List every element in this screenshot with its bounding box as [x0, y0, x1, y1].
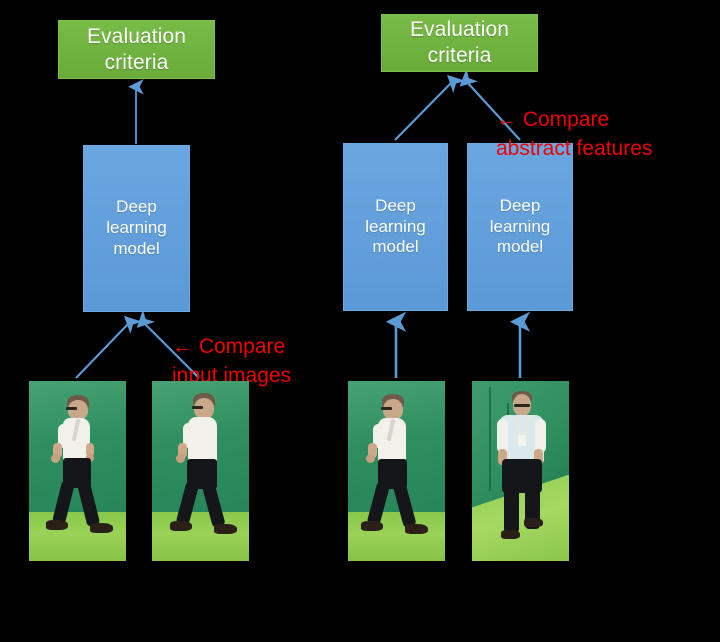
left-compare-annotation-text: ← Compare input images	[172, 335, 292, 387]
green-floor	[29, 512, 126, 561]
right-deep-learning-model-box-1: Deep learning model	[343, 143, 448, 311]
left-deep-learning-model-box: Deep learning model	[83, 145, 190, 312]
left-compare-annotation: ← Compare input images	[172, 305, 372, 390]
right-deep-learning-model-label-2: Deep learning model	[489, 195, 551, 257]
left-photo-2	[152, 381, 249, 561]
green-floor	[348, 512, 445, 561]
door-edge-line	[489, 387, 491, 491]
right-photo-3	[348, 381, 445, 561]
green-floor	[152, 512, 249, 561]
left-photo-1	[29, 381, 126, 561]
right-photo-4	[472, 381, 569, 561]
right-evaluation-criteria-label: Evaluation criteria	[409, 18, 510, 67]
left-evaluation-criteria-label: Evaluation criteria	[86, 24, 187, 74]
left-deep-learning-model-label: Deep learning model	[106, 197, 167, 258]
right-compare-annotation: ← Compare abstract features	[496, 78, 720, 163]
arrow-right-model1-to-eval	[394, 74, 466, 141]
left-evaluation-criteria-box: Evaluation criteria	[58, 20, 215, 79]
right-compare-annotation-text: ← Compare abstract features	[496, 108, 653, 160]
right-deep-learning-model-box-2: Deep learning model	[467, 143, 573, 311]
arrow-left-photo1-to-model	[75, 315, 143, 379]
right-deep-learning-model-label-1: Deep learning model	[365, 195, 426, 257]
right-evaluation-criteria-box: Evaluation criteria	[381, 14, 538, 72]
